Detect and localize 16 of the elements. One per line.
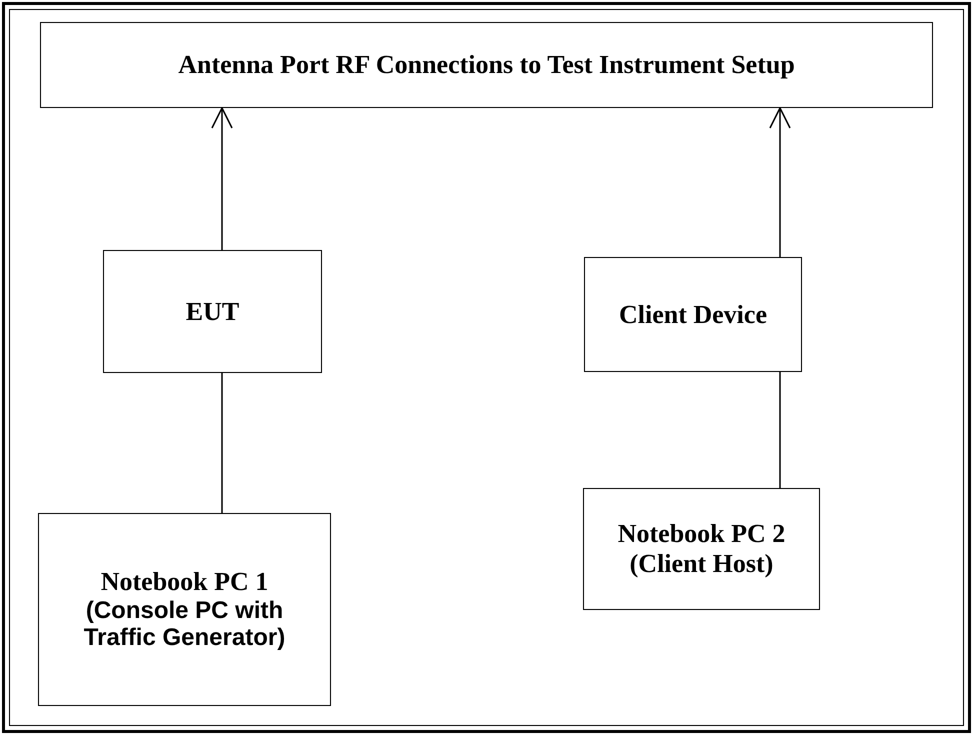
node-label: Notebook PC 2	[618, 519, 786, 549]
node-label: Antenna Port RF Connections to Test Instrument Setup	[178, 50, 795, 80]
node-label: Notebook PC 1	[100, 566, 268, 597]
arrow	[769, 107, 791, 257]
device-box	[584, 257, 802, 372]
connector-line	[779, 372, 781, 488]
node-subtitle: (Console PC with Traffic Generator)	[82, 596, 286, 652]
node-label: EUT	[186, 296, 240, 326]
connector-line	[221, 373, 223, 513]
notebook-box	[583, 488, 820, 610]
node-label: Client Device	[618, 300, 767, 330]
eut-box	[103, 250, 322, 373]
node-subtitle: (Client Host)	[630, 549, 774, 579]
arrow	[211, 107, 233, 250]
notebook-box	[38, 513, 331, 706]
setup-box	[40, 22, 933, 108]
